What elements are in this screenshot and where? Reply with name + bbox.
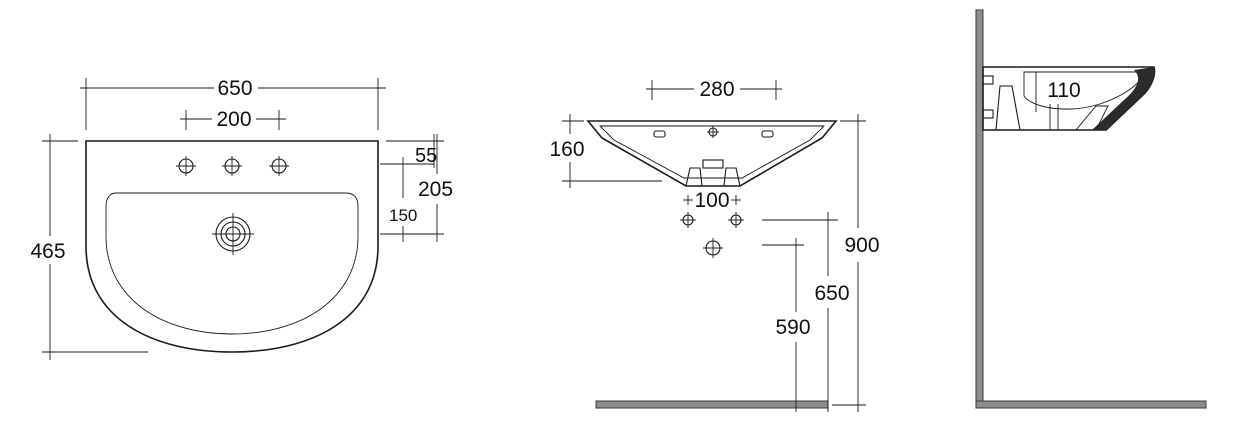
dimension-900: 900 (832, 114, 880, 412)
dimension-label-590-waste: 590 (775, 316, 810, 339)
overflow-slot-right (761, 130, 774, 138)
tap-hole-right (269, 156, 289, 176)
dimension-110: 110 (1035, 72, 1081, 112)
floor-side (975, 400, 1207, 409)
basin-rim-shade-side (1092, 67, 1155, 130)
waste-outlet (212, 213, 254, 255)
dimension-label-160: 160 (549, 138, 584, 161)
wall-side (975, 9, 984, 409)
dimension-label-650-supply: 650 (814, 282, 849, 305)
dimension-100: 100 (683, 189, 741, 212)
basin-underside-side (1075, 105, 1109, 131)
dimension-160: 160 (549, 114, 662, 188)
dimension-label-280: 280 (699, 78, 734, 101)
dimension-label-55: 55 (415, 145, 437, 167)
wall-bracket-side (982, 75, 994, 85)
dimension-label-110: 110 (1047, 79, 1080, 102)
supply-hole-right (728, 212, 744, 228)
dimension-label-100: 100 (694, 189, 729, 212)
basin-profile-front (586, 120, 838, 187)
floor-front (595, 400, 829, 409)
dimension-label-650: 650 (217, 77, 252, 100)
pedestal-foot-front (685, 167, 741, 187)
dimension-label-205: 205 (418, 178, 453, 201)
dimension-label-150: 150 (389, 206, 417, 225)
overflow-slot-left (653, 130, 666, 138)
dimension-650-supply: 650 (762, 212, 850, 412)
dimension-650: 650 (80, 77, 386, 130)
wall-bracket-lower-side (982, 109, 994, 119)
dimension-55-150-205: 55 150 205 (380, 134, 453, 242)
waste-hole-front (703, 238, 723, 258)
dimension-465: 465 (30, 134, 148, 360)
dimension-label-200: 200 (216, 108, 251, 131)
dimension-590-waste: 590 (762, 238, 811, 412)
pedestal-neck-side (995, 85, 1021, 131)
tap-hole-left (176, 156, 196, 176)
basin-inner-profile-front (598, 125, 826, 179)
side-view: 110 (975, 9, 1207, 409)
tap-hole-center (222, 156, 242, 176)
top-view: 650 200 465 55 1 (30, 77, 453, 360)
dimension-200: 200 (180, 108, 286, 131)
waste-neck-front (702, 159, 724, 169)
tap-hole-front (707, 126, 719, 138)
front-view: 280 160 100 900 (549, 78, 880, 412)
supply-hole-left (680, 212, 696, 228)
dimension-label-465: 465 (30, 240, 65, 263)
dimension-label-900: 900 (844, 234, 879, 257)
dimension-280: 280 (646, 78, 782, 101)
basin-bowl-top (105, 192, 359, 335)
